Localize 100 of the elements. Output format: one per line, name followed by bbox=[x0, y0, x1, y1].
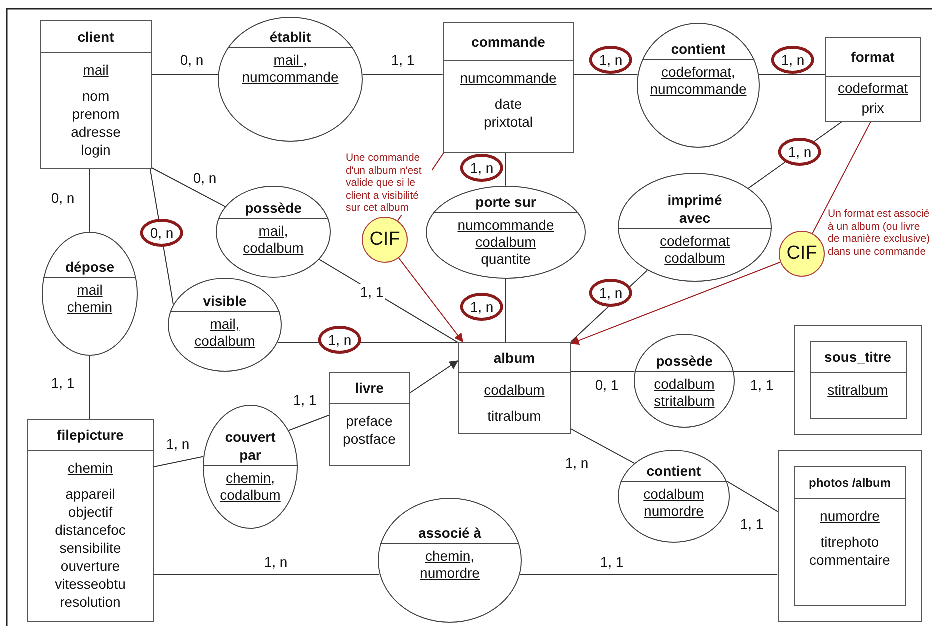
key-attributes: codalbum stritalbum bbox=[654, 376, 715, 410]
key-attributes: codalbum bbox=[484, 381, 545, 399]
relationship-name: dépose bbox=[64, 258, 116, 277]
circled-cardinality: 0, n bbox=[140, 219, 184, 247]
attributes: date prixtotal bbox=[484, 95, 534, 131]
cardinality: 0, n bbox=[191, 170, 219, 186]
key-attributes: mail, codalbum bbox=[194, 316, 256, 350]
circled-cardinality: 1, n bbox=[589, 46, 633, 74]
relationship-name: possède bbox=[244, 199, 303, 218]
connector-line bbox=[288, 415, 330, 432]
arrow bbox=[570, 262, 781, 346]
relationship-ellipse bbox=[216, 186, 331, 278]
cardinality: 0, n bbox=[49, 190, 77, 206]
key-attributes: codeformat codalbum bbox=[660, 233, 730, 267]
key-attributes: codeformat, numcommande bbox=[650, 64, 747, 98]
connector-line bbox=[154, 574, 380, 576]
cardinality: 1, n bbox=[262, 554, 290, 570]
key-attributes: chemin, codalbum bbox=[220, 470, 281, 504]
key-attributes: mail chemin bbox=[67, 282, 113, 316]
cardinality: 1, n bbox=[563, 455, 591, 471]
entity-box bbox=[329, 372, 410, 466]
relationship-ellipse bbox=[203, 405, 298, 529]
key-attributes: chemin bbox=[68, 459, 114, 477]
entity-box bbox=[40, 20, 152, 169]
relationship-name: porte sur bbox=[474, 193, 538, 212]
entity-name: album bbox=[459, 343, 570, 373]
circled-cardinality: 1, n bbox=[771, 46, 815, 74]
cardinality: 1, n bbox=[164, 436, 192, 452]
cardinality: 1, 1 bbox=[358, 284, 386, 300]
constraint-label: CIF bbox=[370, 229, 400, 251]
arrow bbox=[398, 258, 464, 343]
relationship-ellipse bbox=[218, 17, 363, 142]
relationship-ellipse bbox=[618, 173, 772, 282]
constraint-circle bbox=[362, 217, 408, 263]
relationship-ellipse bbox=[42, 232, 138, 356]
constraint-note: Un format est associé à un album (ou livre de manière exclusive) dans une commande bbox=[828, 208, 932, 258]
entity-name: photos /album bbox=[795, 467, 905, 499]
arrow bbox=[410, 360, 459, 394]
entity-box bbox=[443, 22, 574, 153]
cardinality: 1, 1 bbox=[389, 52, 417, 68]
key-attributes: codalbum numordre bbox=[644, 486, 704, 520]
relationship-ellipse bbox=[426, 186, 586, 279]
entity-name: sous_titre bbox=[810, 342, 906, 373]
relationship-name: établit bbox=[268, 28, 312, 47]
constraint-note: Une commande d'un album n'est valide que si le client a visibilité sur cet album bbox=[346, 152, 432, 214]
entity-box bbox=[810, 341, 906, 419]
key-attributes: mail, codalbum bbox=[243, 223, 304, 257]
cardinality: 0, 1 bbox=[593, 377, 621, 393]
relationship-name: possède bbox=[655, 352, 714, 371]
entity-box bbox=[825, 37, 921, 122]
connector-line bbox=[154, 456, 204, 468]
attributes: preface postface bbox=[343, 412, 396, 448]
circled-cardinality: 1, n bbox=[460, 293, 504, 321]
relationship-ellipse bbox=[168, 278, 282, 372]
connector-line bbox=[812, 122, 872, 234]
relationship-ellipse bbox=[378, 498, 522, 623]
key-attributes: numcommande bbox=[460, 69, 557, 87]
relationship-ellipse bbox=[637, 23, 760, 148]
circled-cardinality: 1, n bbox=[318, 326, 362, 354]
relationship-ellipse bbox=[634, 334, 735, 428]
relationship-name: contient bbox=[670, 40, 727, 59]
entity-box bbox=[27, 419, 154, 622]
constraint-circle bbox=[779, 231, 825, 277]
key-attributes: stitralbum bbox=[828, 381, 888, 399]
key-attributes: numordre bbox=[820, 507, 880, 525]
cardinality: 1, 1 bbox=[748, 377, 776, 393]
cardinality: 0, n bbox=[178, 52, 206, 68]
entity-name: filepicture bbox=[28, 420, 153, 451]
key-attributes: chemin, numordre bbox=[420, 548, 480, 582]
attributes: prix bbox=[862, 99, 884, 117]
cardinality: 1, 1 bbox=[738, 516, 766, 532]
key-attributes: mail bbox=[83, 61, 109, 79]
key-attributes: mail , numcommande bbox=[241, 52, 340, 86]
relationship-name: contient bbox=[646, 462, 702, 481]
weak-entity-frame bbox=[794, 325, 922, 435]
entity-name: format bbox=[826, 38, 920, 77]
cardinality: 1, 1 bbox=[291, 392, 319, 408]
attributes: appareil objectif distancefoc sensibilite ouverture vitesseobtu resolution bbox=[55, 485, 126, 611]
connector-line bbox=[726, 480, 778, 512]
circled-cardinality: 1, n bbox=[778, 138, 822, 166]
relationship-name: couvert par bbox=[224, 428, 277, 465]
constraint-label: CIF bbox=[786, 243, 818, 265]
connector-line bbox=[152, 74, 219, 76]
relationship-name: imprimé avec bbox=[666, 191, 724, 228]
attributes: quantite bbox=[481, 251, 531, 268]
circled-cardinality: 1, n bbox=[589, 279, 633, 307]
entity-name: commande bbox=[444, 23, 573, 61]
connector-line bbox=[570, 428, 635, 464]
relationship-ellipse bbox=[618, 450, 730, 543]
cardinality: 1, 1 bbox=[49, 375, 77, 391]
attributes: titralbum bbox=[488, 407, 542, 425]
relationship-name: associé à bbox=[417, 524, 483, 543]
cardinality: 1, 1 bbox=[598, 554, 626, 570]
weak-entity-frame bbox=[778, 450, 922, 622]
attributes: titrephoto commentaire bbox=[810, 533, 890, 569]
circled-cardinality: 1, n bbox=[460, 154, 504, 182]
connector-line bbox=[520, 574, 778, 576]
entity-name: client bbox=[41, 21, 151, 53]
connector-line bbox=[152, 168, 226, 208]
entity-box bbox=[794, 466, 906, 606]
